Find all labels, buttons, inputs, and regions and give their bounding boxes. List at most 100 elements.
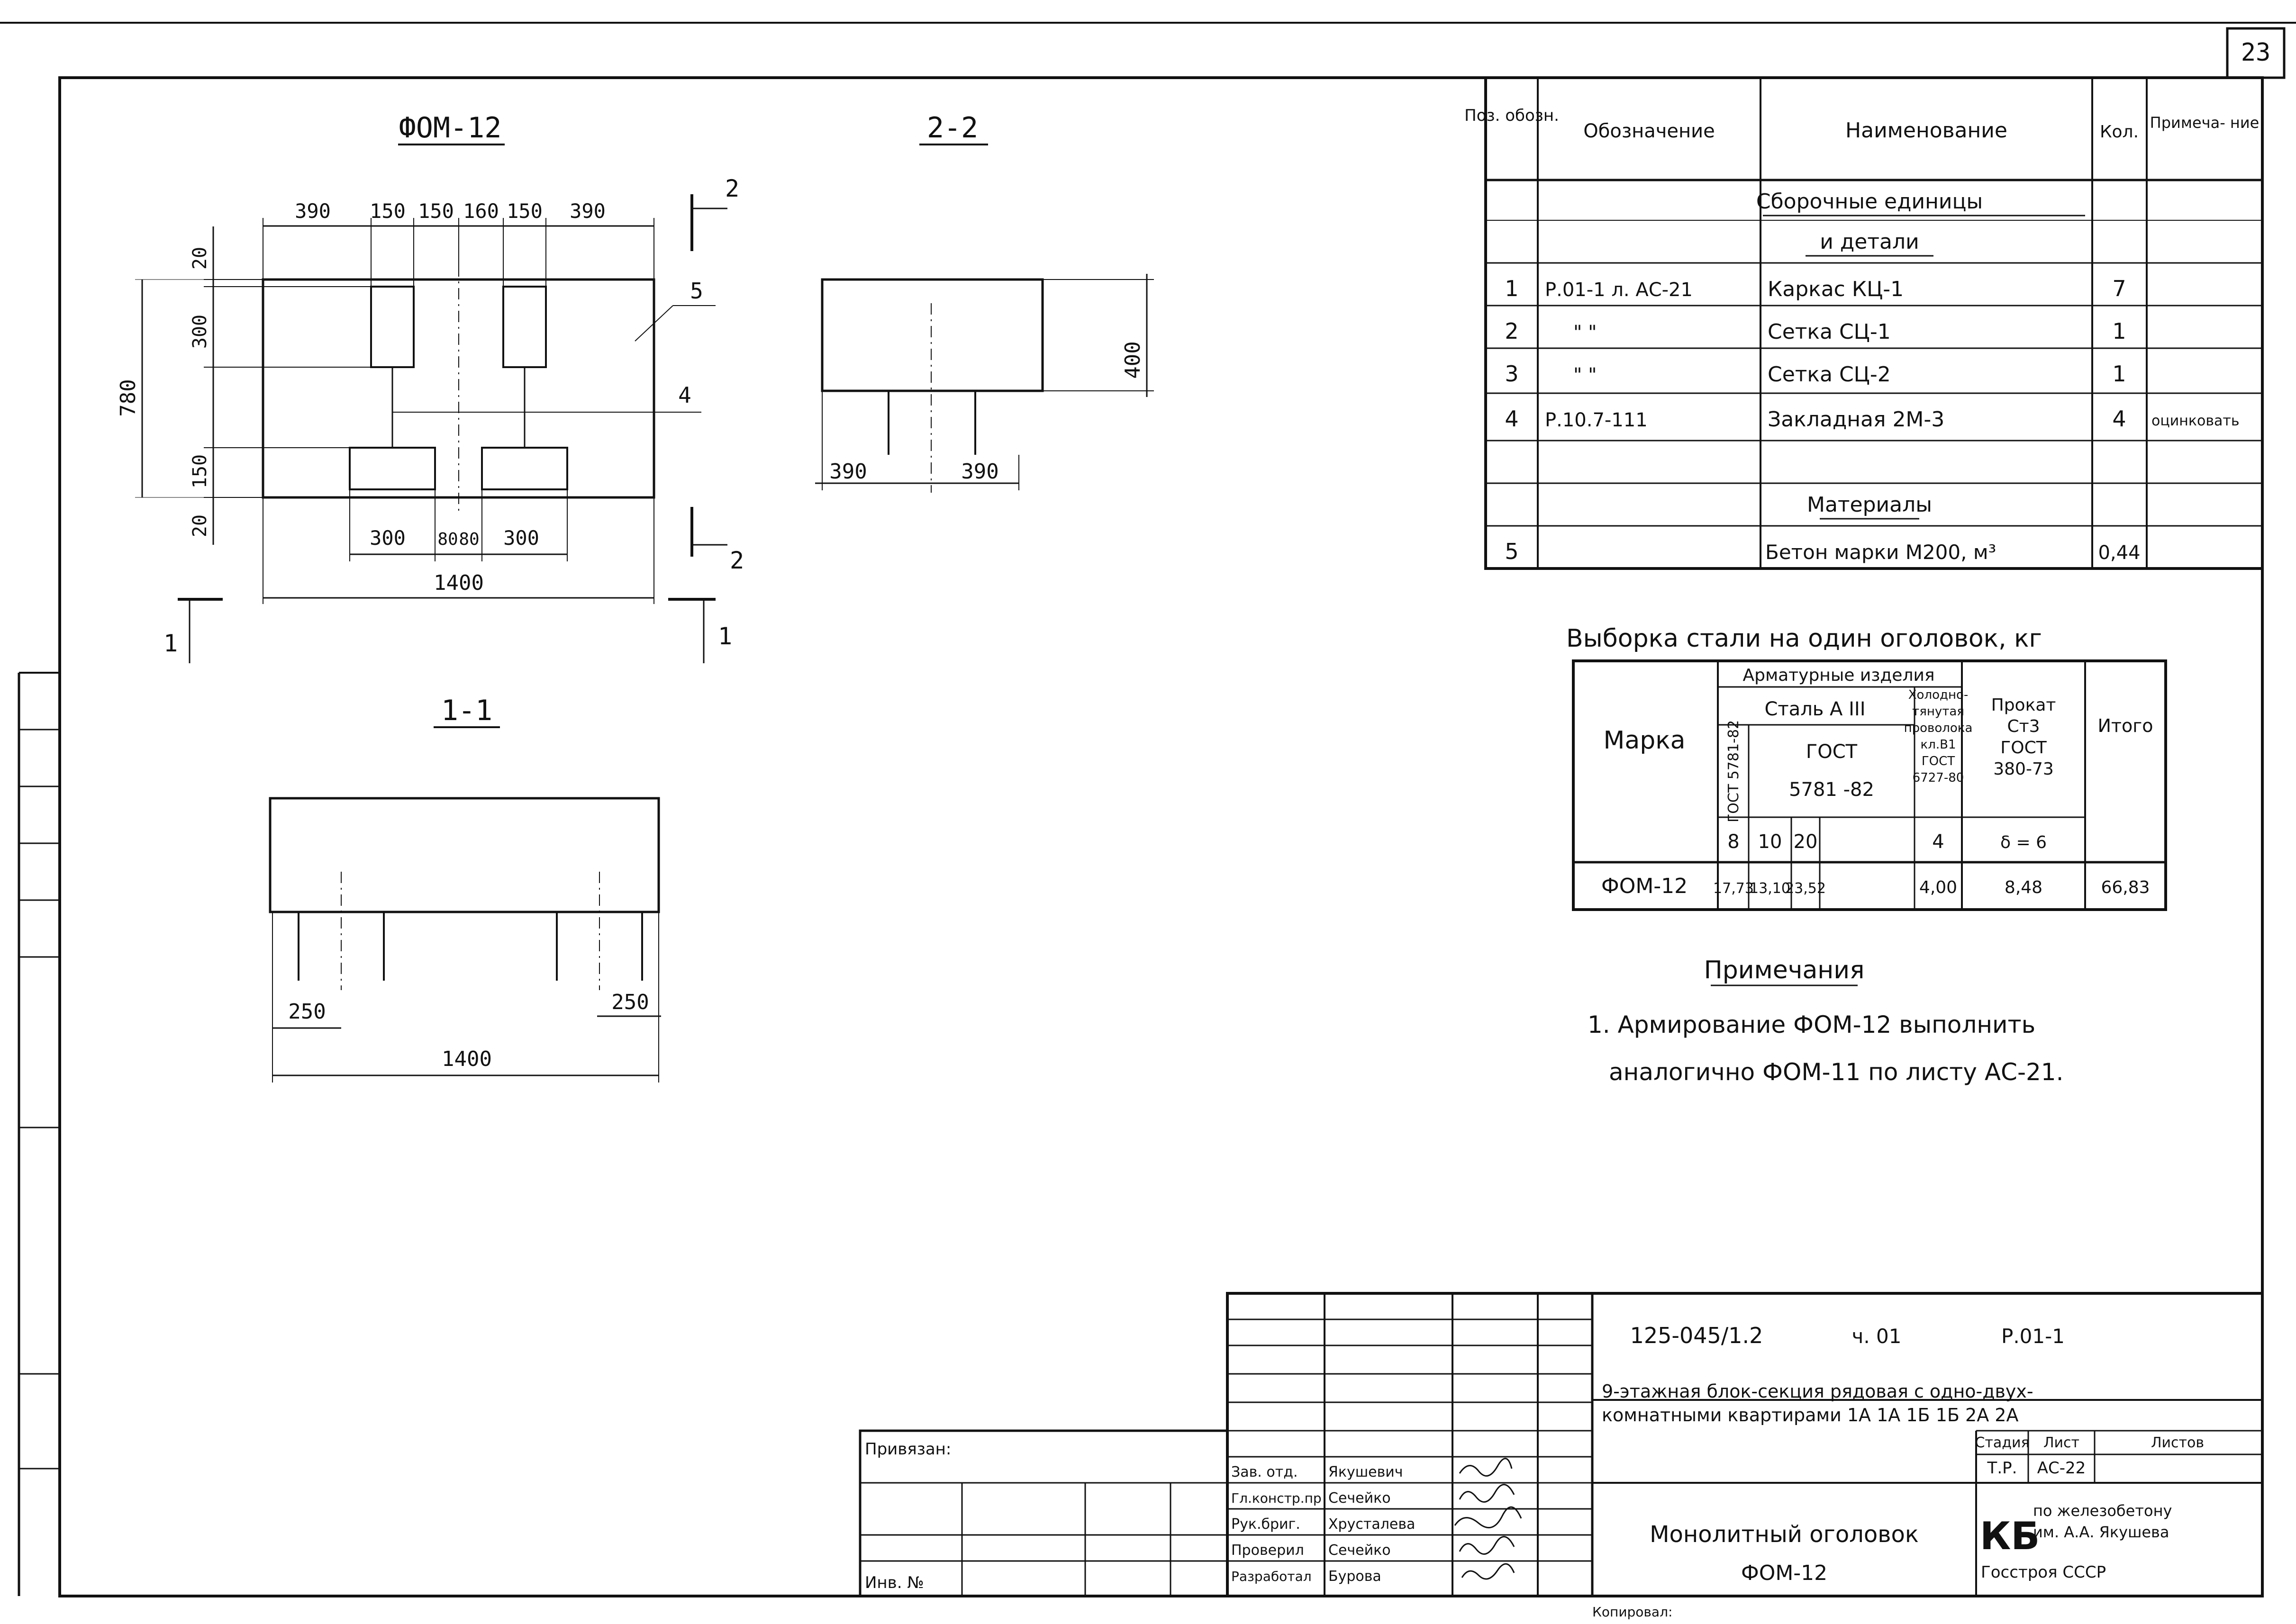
tb-sheet-header: Лист	[2043, 1435, 2079, 1451]
spec-row3-pos: 3	[1505, 361, 1518, 387]
notes-block: Примечания 1. Армирование ФОМ-12 выполни…	[1588, 956, 2064, 1086]
tb-org-3: Госстроя СССР	[1981, 1563, 2106, 1582]
spec-row4-name: Закладная 2М-3	[1768, 407, 1944, 432]
tb-role-5: Разработал	[1231, 1569, 1312, 1584]
tb-role-4: Проверил	[1231, 1542, 1304, 1559]
tb-name-2: Сечейко	[1328, 1490, 1391, 1507]
specification-table: Поз. обозн. Обозначение Наименование Кол…	[1464, 76, 2264, 570]
plan-frame-1	[370, 286, 415, 368]
section11-total: 1400	[442, 1047, 492, 1071]
steel-row-prokat: 8,48	[2005, 878, 2042, 897]
plan-dim-top-1: 390	[295, 199, 331, 223]
plan-frame-2	[502, 286, 547, 368]
plan-callout-5: 5	[690, 278, 703, 304]
steel-title: Выборка стали на один оголовок, кг	[1566, 624, 2042, 653]
tb-org-1: по железобетону	[2033, 1502, 2172, 1520]
steel-size-20: 20	[1794, 831, 1818, 853]
plan-dim-top-6: 390	[570, 199, 606, 223]
plan-view: ФОМ-12 390 150 150 160 150 390 300 80 80	[116, 111, 744, 663]
section-mark-2-bottom: 2	[730, 547, 744, 574]
section-mark-2-top: 2	[725, 175, 739, 202]
steel-size-10: 10	[1758, 831, 1782, 853]
tb-stage: Т.Р.	[1987, 1459, 2017, 1478]
tb-drawing-name: Монолитный оголовок	[1650, 1521, 1919, 1548]
section11-dim-1: 250	[288, 1000, 326, 1024]
steel-row-total: 66,83	[2101, 878, 2150, 897]
plan-dim-side-1: 20	[189, 247, 211, 270]
plan-height: 780	[116, 379, 140, 416]
steel-row-8: 17,73	[1713, 880, 1754, 897]
section11-dim-2: 250	[611, 990, 649, 1014]
plan-callout-4: 4	[678, 382, 691, 408]
tb-sheet-code: Р.01-1	[2001, 1325, 2065, 1348]
title-block: Привязан: Инв. № Зав. отд. Якушевич Гл.к…	[859, 1292, 2264, 1597]
section11-outline	[269, 797, 660, 913]
spec-row2-name: Сетка СЦ-1	[1768, 320, 1891, 344]
plan-dim-side-2: 300	[189, 315, 211, 349]
steel-wire-4: кл.В1	[1921, 738, 1956, 752]
spec-header-qty: Кол.	[2100, 122, 2139, 142]
steel-size-8: 8	[1727, 831, 1739, 853]
tb-name-5: Бурова	[1328, 1568, 1381, 1585]
spec-row1-name: Каркас КЦ-1	[1768, 277, 1904, 301]
section-mark-1-right: 1	[718, 623, 732, 650]
steel-wire-2: тянутая	[1912, 704, 1964, 719]
spec-row4-note: оцинковать	[2151, 413, 2240, 429]
tb-role-3: Рук.бриг.	[1231, 1516, 1300, 1533]
tb-drawing-mark: ФОМ-12	[1741, 1561, 1827, 1585]
spec-group-parts: и детали	[1820, 230, 1919, 254]
notes-line1: 1. Армирование ФОМ-12 выполнить	[1588, 1011, 2035, 1038]
plan-plate-1	[349, 447, 436, 490]
steel-row-10: 13,10	[1750, 880, 1790, 897]
section-1-1: 1-1 250 250 1400	[269, 694, 661, 1083]
tb-privyazan: Привязан:	[865, 1440, 951, 1459]
steel-row-mark: ФОМ-12	[1601, 874, 1688, 898]
spec-row2-qty: 1	[2112, 318, 2126, 344]
steel-total-header: Итого	[2097, 715, 2153, 736]
steel-table: Выборка стали на один оголовок, кг Марка…	[1566, 624, 2167, 911]
spec-row2-pos: 2	[1505, 318, 1518, 344]
section11-title: 1-1	[441, 694, 492, 727]
spec-row1-qty: 7	[2112, 276, 2126, 301]
section22-dim-1: 390	[829, 460, 867, 484]
section-mark-1-left: 1	[163, 630, 178, 657]
spec-header-name: Наименование	[1845, 118, 2007, 143]
plan-dim-bottom-1: 300	[370, 526, 406, 550]
spec-row5-qty: 0,44	[2098, 542, 2140, 564]
tb-part: ч. 01	[1852, 1325, 1902, 1348]
plan-dim-top-2: 150	[370, 199, 406, 223]
steel-prokat-1: Прокат	[1991, 695, 2056, 715]
tb-code: 125-045/1.2	[1630, 1323, 1763, 1348]
spec-header-pos: Поз. обозн.	[1464, 106, 1559, 125]
plan-dim-side-3: 150	[189, 454, 211, 488]
plan-dim-top-5: 150	[507, 199, 543, 223]
spec-row3-name: Сетка СЦ-2	[1768, 362, 1891, 387]
steel-prokat-3: ГОСТ	[2000, 738, 2047, 758]
tb-role-1: Зав. отд.	[1231, 1464, 1298, 1480]
notes-title: Примечания	[1704, 956, 1865, 984]
tb-copied: Копировал:	[1592, 1604, 1672, 1620]
steel-gost1: ГОСТ 5781-82	[1725, 720, 1742, 822]
spec-row5-name: Бетон марки М200, м³	[1765, 541, 1996, 564]
steel-gost2: ГОСТ	[1806, 741, 1858, 763]
plan-title: ФОМ-12	[399, 111, 502, 144]
steel-wire-3: проволока	[1904, 721, 1973, 735]
spec-row2-designation: " "	[1573, 322, 1597, 343]
spec-row5-pos: 5	[1505, 539, 1518, 564]
steel-row-4: 4,00	[1919, 878, 1957, 897]
spec-header-designation: Обозначение	[1583, 120, 1715, 142]
tb-name-1: Якушевич	[1328, 1464, 1403, 1480]
steel-col-mark: Марка	[1603, 726, 1685, 755]
steel-prokat-2: Ст3	[2007, 717, 2040, 736]
steel-prokat-4: 380-73	[1993, 759, 2054, 779]
section22-title: 2-2	[927, 111, 978, 144]
steel-arm: Арматурные изделия	[1742, 666, 1934, 685]
spec-group-assemblies: Сборочные единицы	[1756, 189, 1983, 214]
plan-plate-2	[481, 447, 568, 490]
spec-row3-qty: 1	[2112, 361, 2126, 387]
spec-row4-pos: 4	[1505, 406, 1518, 432]
plan-dim-bottom-3: 80	[459, 530, 479, 549]
plan-total-width: 1400	[434, 571, 484, 595]
spec-header-note: Примеча- ние	[2150, 114, 2260, 132]
